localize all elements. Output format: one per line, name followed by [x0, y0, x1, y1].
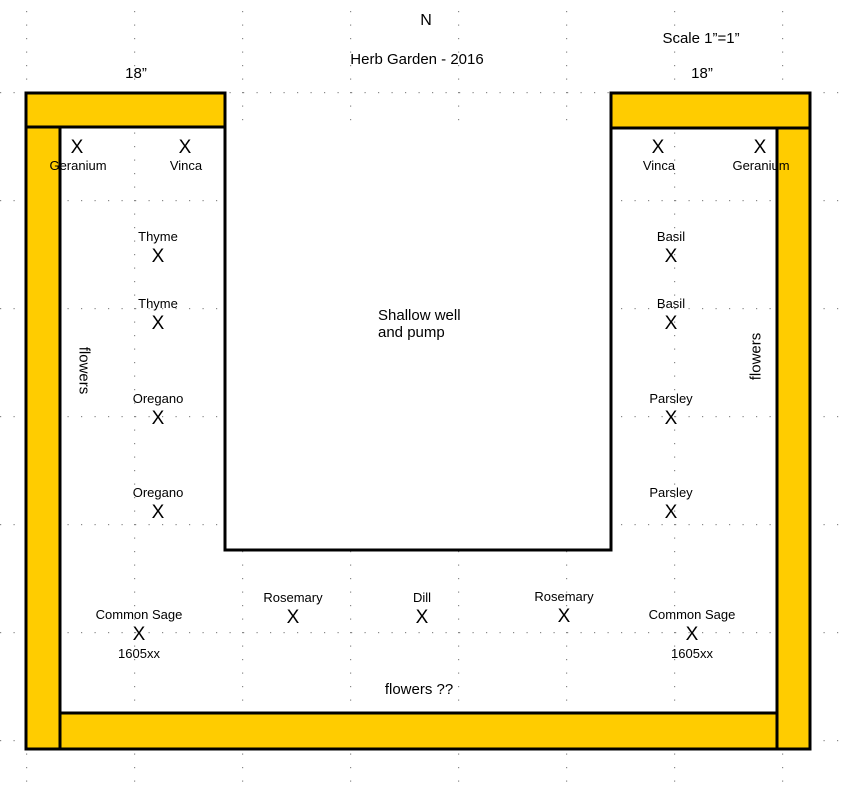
plant-label: Common Sage — [648, 607, 736, 622]
well-label-line2: and pump — [378, 323, 445, 341]
plant-marker: X — [151, 408, 165, 429]
plant-marker: X — [151, 502, 165, 523]
plant-marker: X — [664, 313, 678, 334]
well-label-line1: Shallow well — [378, 307, 461, 324]
plant-marker: X — [651, 137, 665, 158]
plant-label: Parsley — [649, 485, 693, 500]
plant-label: Vinca — [169, 158, 203, 173]
plant-label: Basil — [656, 229, 686, 244]
plant-marker: X — [664, 246, 678, 267]
bed-top-left — [24, 91, 227, 129]
plant-code: 1605xx — [118, 646, 160, 661]
plant-marker: X — [132, 624, 146, 645]
plant-label: Dill — [412, 590, 432, 605]
bed-right — [775, 126, 812, 751]
plant-label: Geranium — [732, 158, 790, 173]
bed-left — [24, 125, 62, 751]
plant-label: Rosemary — [534, 589, 594, 604]
plant-marker: X — [151, 313, 165, 334]
plant-marker: X — [685, 624, 699, 645]
plant-label: Oregano — [132, 485, 184, 500]
bed-top-right — [609, 91, 812, 130]
plant-marker: X — [151, 246, 165, 267]
plant-label: Thyme — [138, 229, 178, 244]
flowers-left-label: flowers — [75, 346, 93, 395]
plant-label: Basil — [656, 296, 686, 311]
dimension-right: 18” — [691, 65, 713, 82]
north-label: N — [420, 12, 432, 29]
plant-label: Geranium — [49, 158, 107, 173]
flowers-bottom-label: flowers ?? — [384, 681, 454, 698]
scale-label: Scale 1”=1” — [662, 30, 740, 47]
plant-label: Vinca — [642, 158, 676, 173]
plant-label: Thyme — [138, 296, 178, 311]
plant-label: Oregano — [132, 391, 184, 406]
plant-label: Common Sage — [95, 607, 183, 622]
flowers-right-label: flowers — [747, 332, 765, 381]
page-title: Herb Garden - 2016 — [350, 51, 484, 68]
plant-marker: X — [70, 137, 84, 158]
plant-label: Rosemary — [263, 590, 323, 605]
plant-marker: X — [415, 607, 429, 628]
dimension-left: 18” — [125, 65, 147, 82]
plant-marker: X — [664, 408, 678, 429]
plant-label: Parsley — [649, 391, 693, 406]
plant-marker: X — [664, 502, 678, 523]
plant-marker: X — [178, 137, 192, 158]
bed-bottom — [58, 711, 779, 751]
well-label: Shallow well and pump — [378, 307, 461, 341]
plant-marker: X — [753, 137, 767, 158]
well-area-outline — [223, 127, 613, 552]
plant-code: 1605xx — [671, 646, 713, 661]
plant-marker: X — [557, 606, 571, 627]
plant-marker: X — [286, 607, 300, 628]
